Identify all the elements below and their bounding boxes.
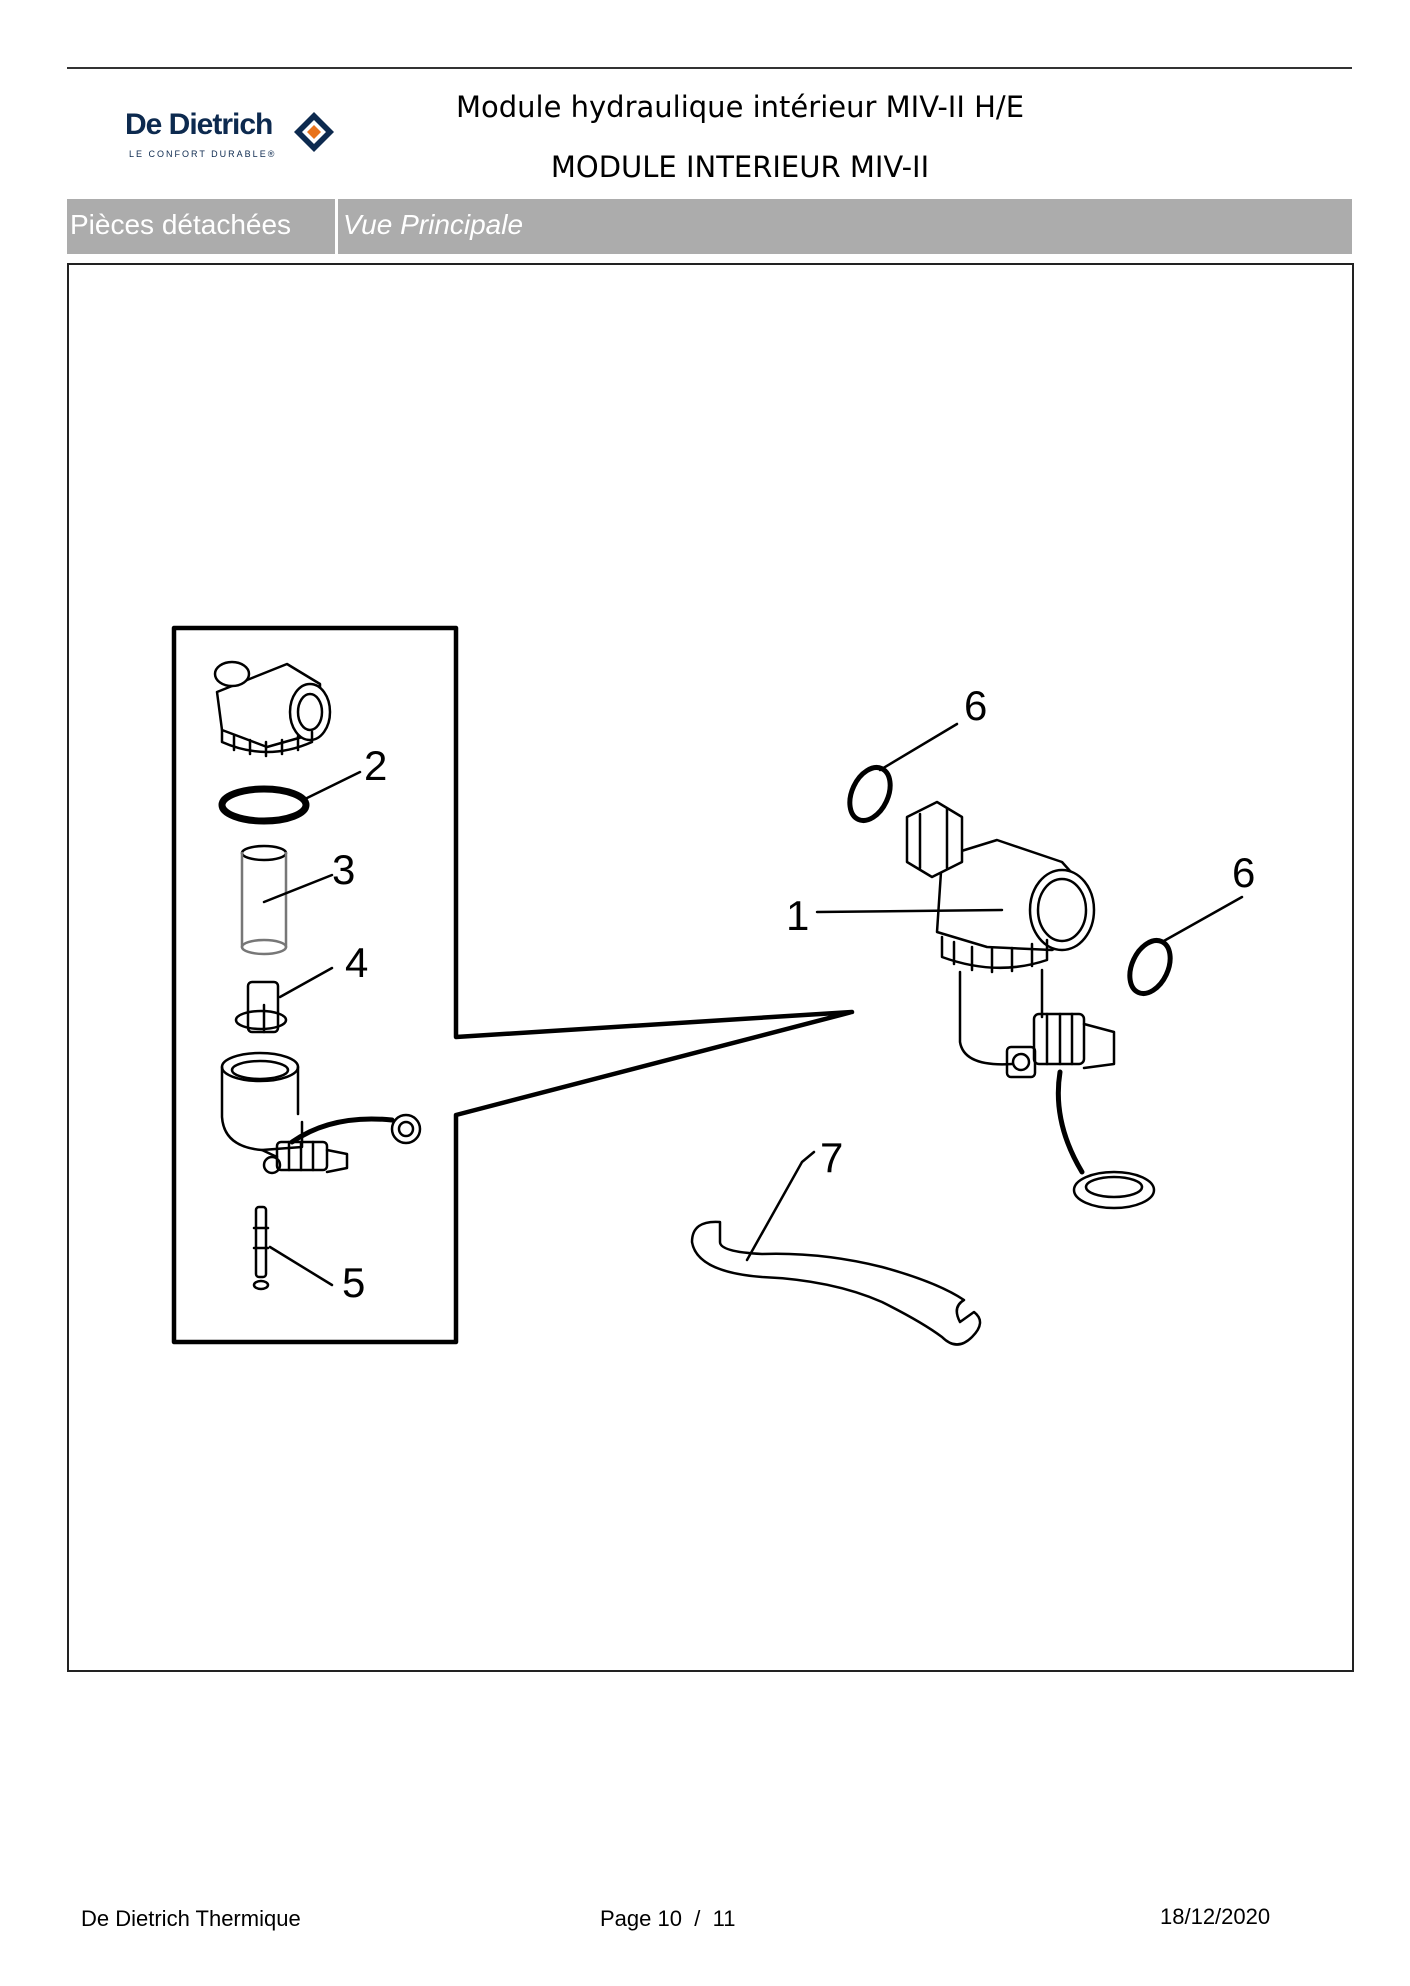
diamond-logo-icon [294,112,334,152]
filter-assembly-part [815,800,1156,1210]
callout-5-label: 5 [342,1259,365,1306]
filter-insert-part [234,966,334,1034]
footer-company: De Dietrich Thermique [81,1906,301,1931]
callout-6-top-label: 6 [964,682,987,729]
page-label: Page [600,1906,652,1931]
seal-part-right [1127,895,1244,996]
seal-part-top [847,722,959,823]
callout-2-label: 2 [364,742,387,789]
view-label: Vue Principale [343,209,524,240]
drain-pin-part [252,1205,334,1291]
footer-date: 18/12/2020 [1160,1904,1271,1929]
logo-wordmark: De Dietrich [125,108,273,141]
page-separator: / [694,1906,701,1931]
o-ring-part [218,770,362,825]
logo-tagline: LE CONFORT DURABLE® [129,149,277,159]
exploded-view-frame: 1 2 3 4 5 6 6 7 [67,263,1354,1672]
document-subtitle: MODULE INTERIEUR MIV-II [550,150,930,184]
section-bar: Pièces détachées Vue Principale [67,199,1352,254]
brand-logo: De Dietrich LE CONFORT DURABLE® [125,108,355,168]
spanner-wrench-part [690,1150,982,1346]
header-rule [67,67,1352,69]
section-divider [335,199,338,254]
exploded-view-drawing: 1 2 3 4 5 6 6 7 [171,625,1255,1346]
page-total: 11 [712,1906,736,1931]
callout-6-right-label: 6 [1232,849,1255,896]
callout-4-label: 4 [345,939,368,986]
section-label: Pièces détachées [70,209,292,240]
document-title: Module hydraulique intérieur MIV-II H/E [455,90,1025,124]
callout-1-label: 1 [786,892,809,939]
callout-7-label: 7 [820,1134,843,1181]
callout-3-label: 3 [332,846,355,893]
filter-cartridge-part [240,844,334,956]
footer-page-number: Page 10 / 11 [600,1906,735,1932]
page-current: 10 [657,1906,682,1931]
detail-callout-frame [171,625,855,1345]
filter-bowl-part [220,1051,422,1175]
filter-head-part [213,660,332,758]
